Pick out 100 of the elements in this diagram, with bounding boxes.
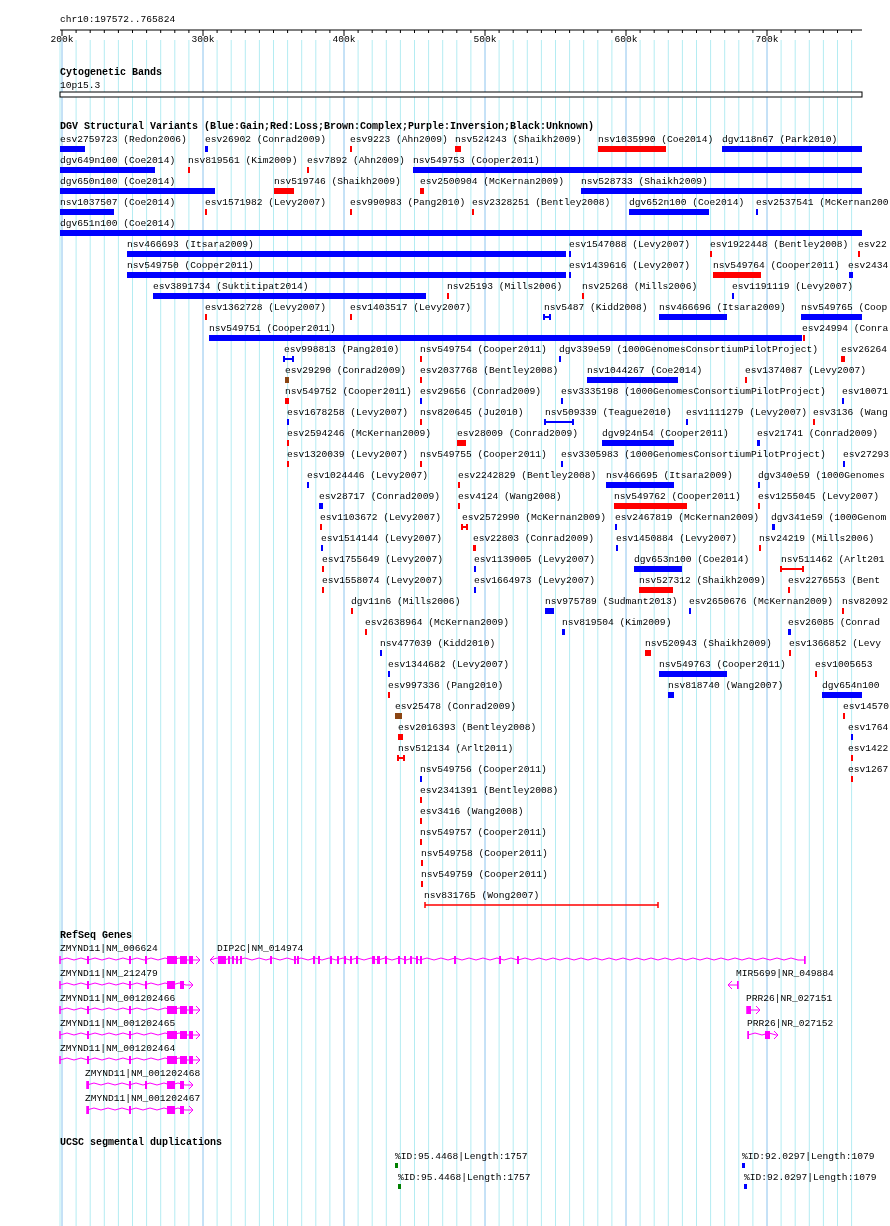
variant-label: nsv25193 (Mills2006): [447, 281, 563, 292]
variant-label: esv1678258 (Levy2007): [287, 407, 408, 418]
variant-label: dgv924n54 (Cooper2011): [602, 428, 729, 439]
variant-label: esv2650676 (McKernan2009): [689, 596, 833, 607]
variant-label: esv1571982 (Levy2007): [205, 197, 326, 208]
variant-label: esv1320039 (Levy2007): [287, 449, 408, 460]
track-title: Cytogenetic Bands: [60, 67, 163, 78]
variant-label: esv10071: [842, 386, 889, 397]
variant-label: esv997336 (Pang2010): [388, 680, 504, 691]
variant-label: dgv654n100: [822, 680, 880, 691]
variant-label: esv990983 (Pang2010): [350, 197, 466, 208]
variant-label: esv1664973 (Levy2007): [474, 575, 595, 586]
variant-label: esv998813 (Pang2010): [284, 344, 400, 355]
gene-label: ZMYND11|NM_001202466: [60, 993, 176, 1004]
variant-label: esv1374087 (Levy2007): [745, 365, 866, 376]
variant-label: nsv549756 (Cooper2011): [420, 764, 547, 775]
variant-label: nsv820645 (Ju2010): [420, 407, 524, 418]
variant-label: nsv818740 (Wang2007): [668, 680, 784, 691]
variant-label: esv1366852 (Levy: [789, 638, 882, 649]
variant-label: nsv509339 (Teague2010): [545, 407, 672, 418]
variant-label: nsv25268 (Mills2006): [582, 281, 698, 292]
variant-label: esv1191119 (Levy2007): [732, 281, 853, 292]
variant-label: esv1362728 (Levy2007): [205, 302, 326, 313]
variant-label: esv1439616 (Levy2007): [569, 260, 690, 271]
gene-label: PRR26|NR_027151: [746, 993, 833, 1004]
variant-label: dgv339e59 (1000GenomesConsortiumPilotProject): [559, 344, 819, 355]
variant-label: nsv82092: [842, 596, 889, 607]
variant-label: esv9223 (Ahn2009): [350, 134, 448, 145]
variant-label: esv26902 (Conrad2009): [205, 134, 326, 145]
variant-label: esv22: [858, 239, 887, 250]
variant-label: nsv819561 (Kim2009): [188, 155, 298, 166]
variant-label: esv28717 (Conrad2009): [319, 491, 440, 502]
variant-label: nsv466693 (Itsara2009): [127, 239, 254, 250]
variant-label: nsv549759 (Cooper2011): [421, 869, 548, 880]
variant-label: nsv477039 (Kidd2010): [380, 638, 496, 649]
variant-label: nsv520943 (Shaikh2009): [645, 638, 772, 649]
variant-label: esv2341391 (Bentley2008): [420, 785, 559, 796]
variant-label: esv14570: [843, 701, 890, 712]
gene-label: ZMYND11|NM_001202464: [60, 1043, 176, 1054]
variant-label: nsv5487 (Kidd2008): [544, 302, 648, 313]
duplication-label: %ID:92.0297|Length:1079: [742, 1151, 875, 1162]
variant-label: dgv118n67 (Park2010): [722, 134, 838, 145]
variant-label: esv2016393 (Bentley2008): [398, 722, 537, 733]
duplication-label: %ID:95.4468|Length:1757: [398, 1172, 531, 1183]
variant-label: esv1024446 (Levy2007): [307, 470, 428, 481]
variant-label: esv29290 (Conrad2009): [285, 365, 406, 376]
variant-label: esv4124 (Wang2008): [458, 491, 562, 502]
variant-label: nsv549765 (Coop: [801, 302, 888, 313]
track-title: UCSC segmental duplications: [60, 1137, 223, 1148]
variant-label: esv2572990 (McKernan2009): [462, 512, 606, 523]
variant-label: nsv549753 (Cooper2011): [413, 155, 540, 166]
axis-tick-label: 300k: [191, 34, 215, 45]
variant-label: esv2594246 (McKernan2009): [287, 428, 431, 439]
variant-label: esv24994 (Conra: [802, 323, 889, 334]
gene-label: ZMYND11|NM_212479: [60, 968, 158, 979]
variant-label: nsv549763 (Cooper2011): [659, 659, 786, 670]
variant-label: esv2759723 (Redon2006): [60, 134, 187, 145]
track-title: RefSeq Genes: [60, 930, 132, 941]
variant-label: esv26085 (Conrad: [788, 617, 881, 628]
variant-label: esv2638964 (McKernan2009): [365, 617, 509, 628]
variant-label: dgv651n100 (Coe2014): [60, 218, 176, 229]
track-title: DGV Structural Variants (Blue:Gain;Red:Loss;Brown:Complex;Purple:Inversion;Black:Unknown): [60, 121, 595, 132]
axis-tick-label: 600k: [614, 34, 638, 45]
variant-label: esv7892 (Ahn2009): [307, 155, 405, 166]
variant-label: esv1764: [848, 722, 889, 733]
gene-label: PRR26|NR_027152: [747, 1018, 834, 1029]
axis-tick-label: 500k: [473, 34, 497, 45]
variant-label: nsv549757 (Cooper2011): [420, 827, 547, 838]
variant-label: esv2276553 (Bent: [788, 575, 881, 586]
position-label: chr10:197572..765824: [60, 14, 176, 25]
variant-label: esv3335198 (1000GenomesConsortiumPilotProject): [561, 386, 826, 397]
variant-label: nsv549752 (Cooper2011): [285, 386, 412, 397]
variant-label: dgv652n100 (Coe2014): [629, 197, 745, 208]
variant-label: esv2500904 (McKernan2009): [420, 176, 564, 187]
variant-label: dgv341e59 (1000Genom: [771, 512, 887, 523]
variant-label: esv2242829 (Bentley2008): [458, 470, 597, 481]
variant-label: esv1255045 (Levy2007): [758, 491, 879, 502]
variant-label: esv1547088 (Levy2007): [569, 239, 690, 250]
band-label: 10p15.3: [60, 80, 101, 91]
variant-label: esv1450884 (Levy2007): [616, 533, 737, 544]
variant-label: nsv549751 (Cooper2011): [209, 323, 336, 334]
variant-label: dgv340e59 (1000Genomes: [758, 470, 885, 481]
gene-label: ZMYND11|NM_006624: [60, 943, 158, 954]
gene-label: DIP2C|NM_014974: [217, 943, 304, 954]
variant-label: esv25478 (Conrad2009): [395, 701, 516, 712]
variant-label: esv2434: [848, 260, 889, 271]
variant-label: nsv1035990 (Coe2014): [598, 134, 714, 145]
variant-label: nsv466696 (Itsara2009): [659, 302, 786, 313]
variant-label: esv22803 (Conrad2009): [473, 533, 594, 544]
variant-label: dgv649n100 (Coe2014): [60, 155, 176, 166]
variant-label: nsv512134 (Arlt2011): [398, 743, 514, 754]
variant-label: esv1005653: [815, 659, 873, 670]
axis-tick-label: 400k: [332, 34, 356, 45]
gene-label: ZMYND11|NM_001202465: [60, 1018, 176, 1029]
variant-label: esv1344682 (Levy2007): [388, 659, 509, 670]
variant-label: nsv549758 (Cooper2011): [421, 848, 548, 859]
variant-label: nsv549754 (Cooper2011): [420, 344, 547, 355]
variant-label: nsv527312 (Shaikh2009): [639, 575, 766, 586]
variant-label: esv2037768 (Bentley2008): [420, 365, 559, 376]
variant-label: nsv549764 (Cooper2011): [713, 260, 840, 271]
